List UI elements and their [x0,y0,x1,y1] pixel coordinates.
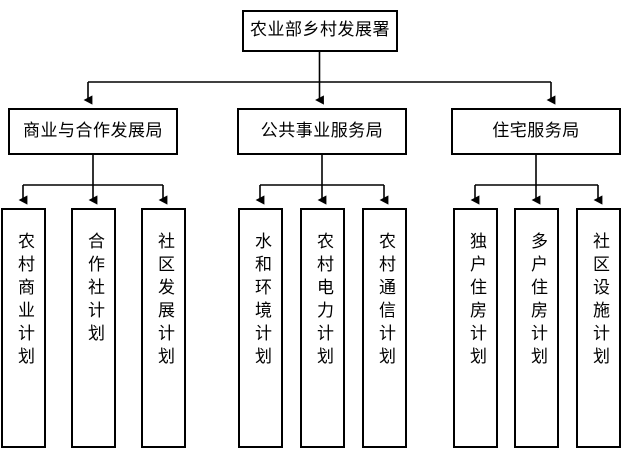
node-program-rural-business-label: 农村商业计划 [14,232,34,370]
node-program-community-facility-label: 社区设施计划 [589,232,609,370]
node-bureau-housing-label: 住宅服务局 [492,120,580,141]
node-root[interactable]: 农业部乡村发展署 [242,10,398,52]
node-root-label: 农业部乡村发展署 [250,20,390,41]
node-bureau-housing[interactable]: 住宅服务局 [451,108,621,155]
node-program-community-dev[interactable]: 社区发展计划 [141,208,186,448]
node-program-rural-business[interactable]: 农村商业计划 [1,208,46,448]
node-bureau-utilities[interactable]: 公共事业服务局 [237,108,407,155]
node-program-water-environment-label: 水和环境计划 [251,232,271,370]
node-program-rural-telecom[interactable]: 农村通信计划 [362,208,407,448]
node-program-single-family-label: 独户住房计划 [466,232,486,370]
node-program-community-facility[interactable]: 社区设施计划 [576,208,621,448]
node-bureau-business-label: 商业与合作发展局 [23,120,163,141]
node-program-multi-family[interactable]: 多户住房计划 [514,208,559,448]
node-program-single-family[interactable]: 独户住房计划 [453,208,498,448]
node-program-rural-electric[interactable]: 农村电力计划 [300,208,345,448]
node-bureau-business[interactable]: 商业与合作发展局 [8,108,178,155]
node-program-multi-family-label: 多户住房计划 [527,232,547,370]
node-bureau-utilities-label: 公共事业服务局 [260,120,384,141]
node-program-cooperative[interactable]: 合作社计划 [71,208,116,448]
node-program-rural-electric-label: 农村电力计划 [313,232,333,370]
node-program-cooperative-label: 合作社计划 [84,232,104,347]
node-program-rural-telecom-label: 农村通信计划 [375,232,395,370]
node-program-water-environment[interactable]: 水和环境计划 [238,208,283,448]
node-program-community-dev-label: 社区发展计划 [154,232,174,370]
